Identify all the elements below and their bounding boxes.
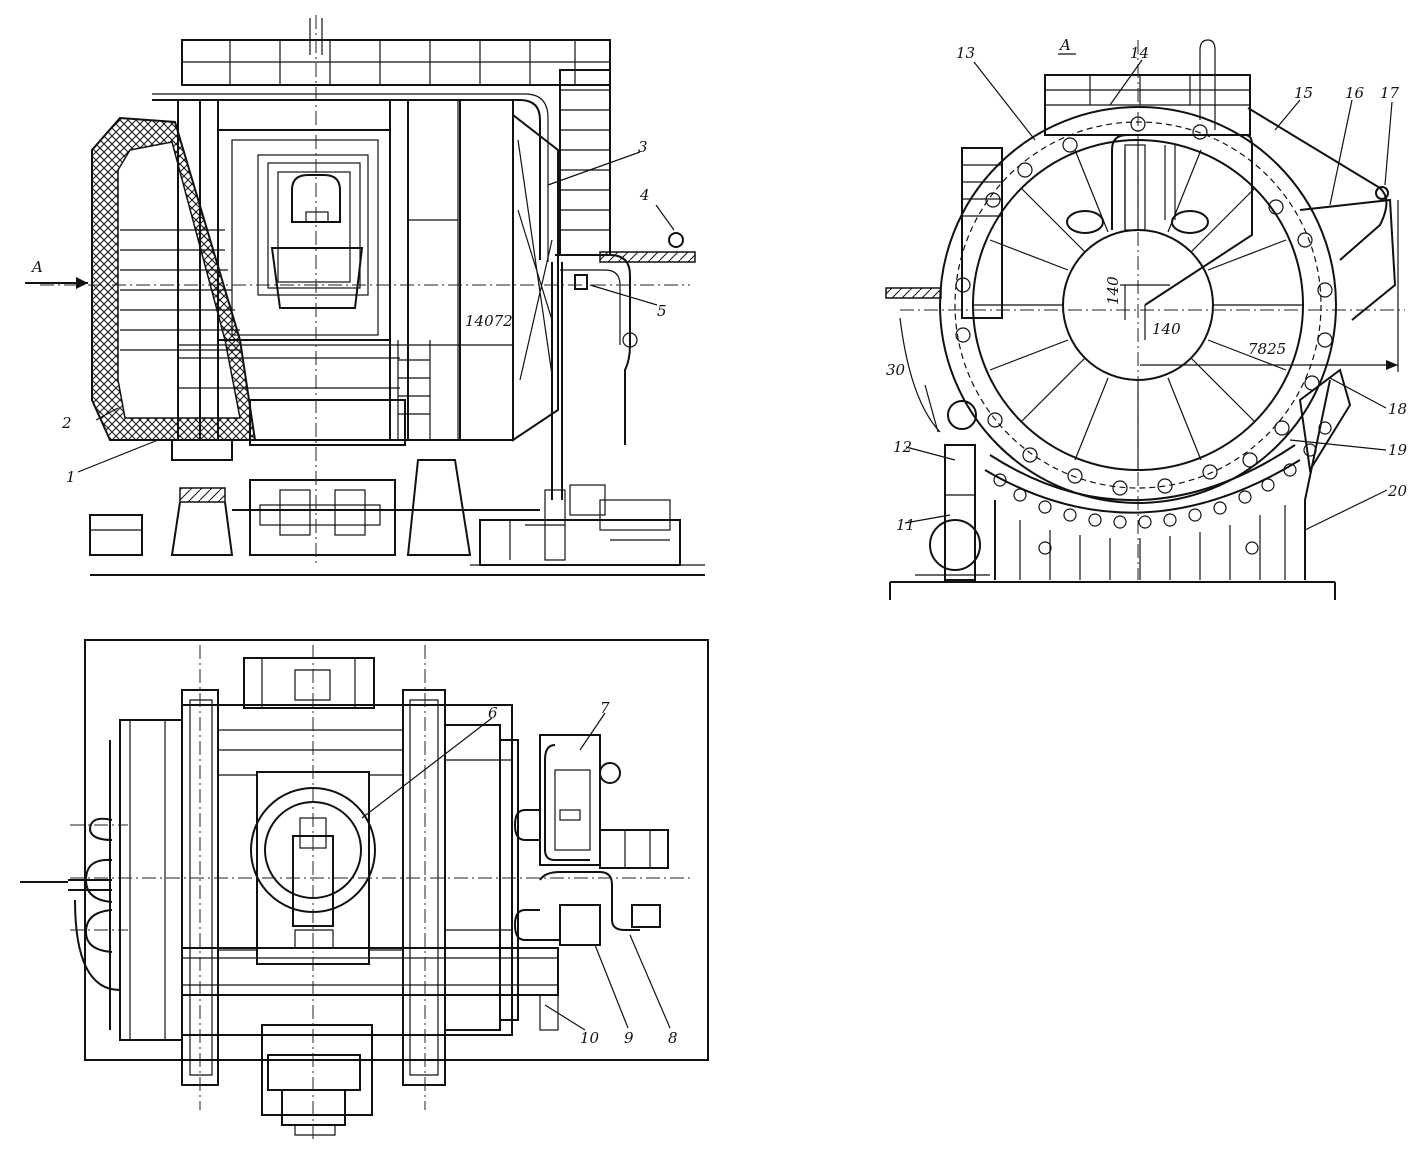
callout-16: 16 xyxy=(1345,84,1365,102)
callout-14: 14 xyxy=(1130,44,1149,62)
callout-7: 7 xyxy=(600,699,610,717)
callout-2: 2 xyxy=(61,414,72,432)
callout-10: 10 xyxy=(580,1029,600,1047)
view-arrow-label: A xyxy=(30,258,43,276)
dimension-length: 14072 xyxy=(465,312,513,330)
callout-12: 12 xyxy=(893,438,912,456)
dimension-angle: 30 xyxy=(886,361,906,379)
callout-8: 8 xyxy=(668,1029,678,1047)
callout-17: 17 xyxy=(1380,84,1400,102)
callout-5: 5 xyxy=(657,302,667,320)
callout-15: 15 xyxy=(1294,84,1313,102)
callout-4: 4 xyxy=(639,186,650,204)
callout-9: 9 xyxy=(624,1029,634,1047)
view-title: A xyxy=(1058,36,1071,54)
callout-19: 19 xyxy=(1388,441,1408,459)
callout-3: 3 xyxy=(638,138,648,156)
plan-view xyxy=(20,639,709,1140)
callout-13: 13 xyxy=(956,44,975,62)
dimension-offset-horizontal: 140 xyxy=(1152,320,1181,338)
end-view xyxy=(885,39,1405,600)
callout-20: 20 xyxy=(1387,482,1408,500)
labels: A A 14072 7825 140 30 140 1 2 3 4 5 6 7 … xyxy=(30,36,1408,1047)
callout-18: 18 xyxy=(1388,400,1407,418)
callout-11: 11 xyxy=(896,516,915,534)
side-view xyxy=(25,15,705,576)
dimension-radius: 7825 xyxy=(1248,340,1286,358)
callout-1: 1 xyxy=(66,468,76,486)
dimension-offset-vertical: 140 xyxy=(1104,276,1122,305)
callout-6: 6 xyxy=(488,704,498,722)
